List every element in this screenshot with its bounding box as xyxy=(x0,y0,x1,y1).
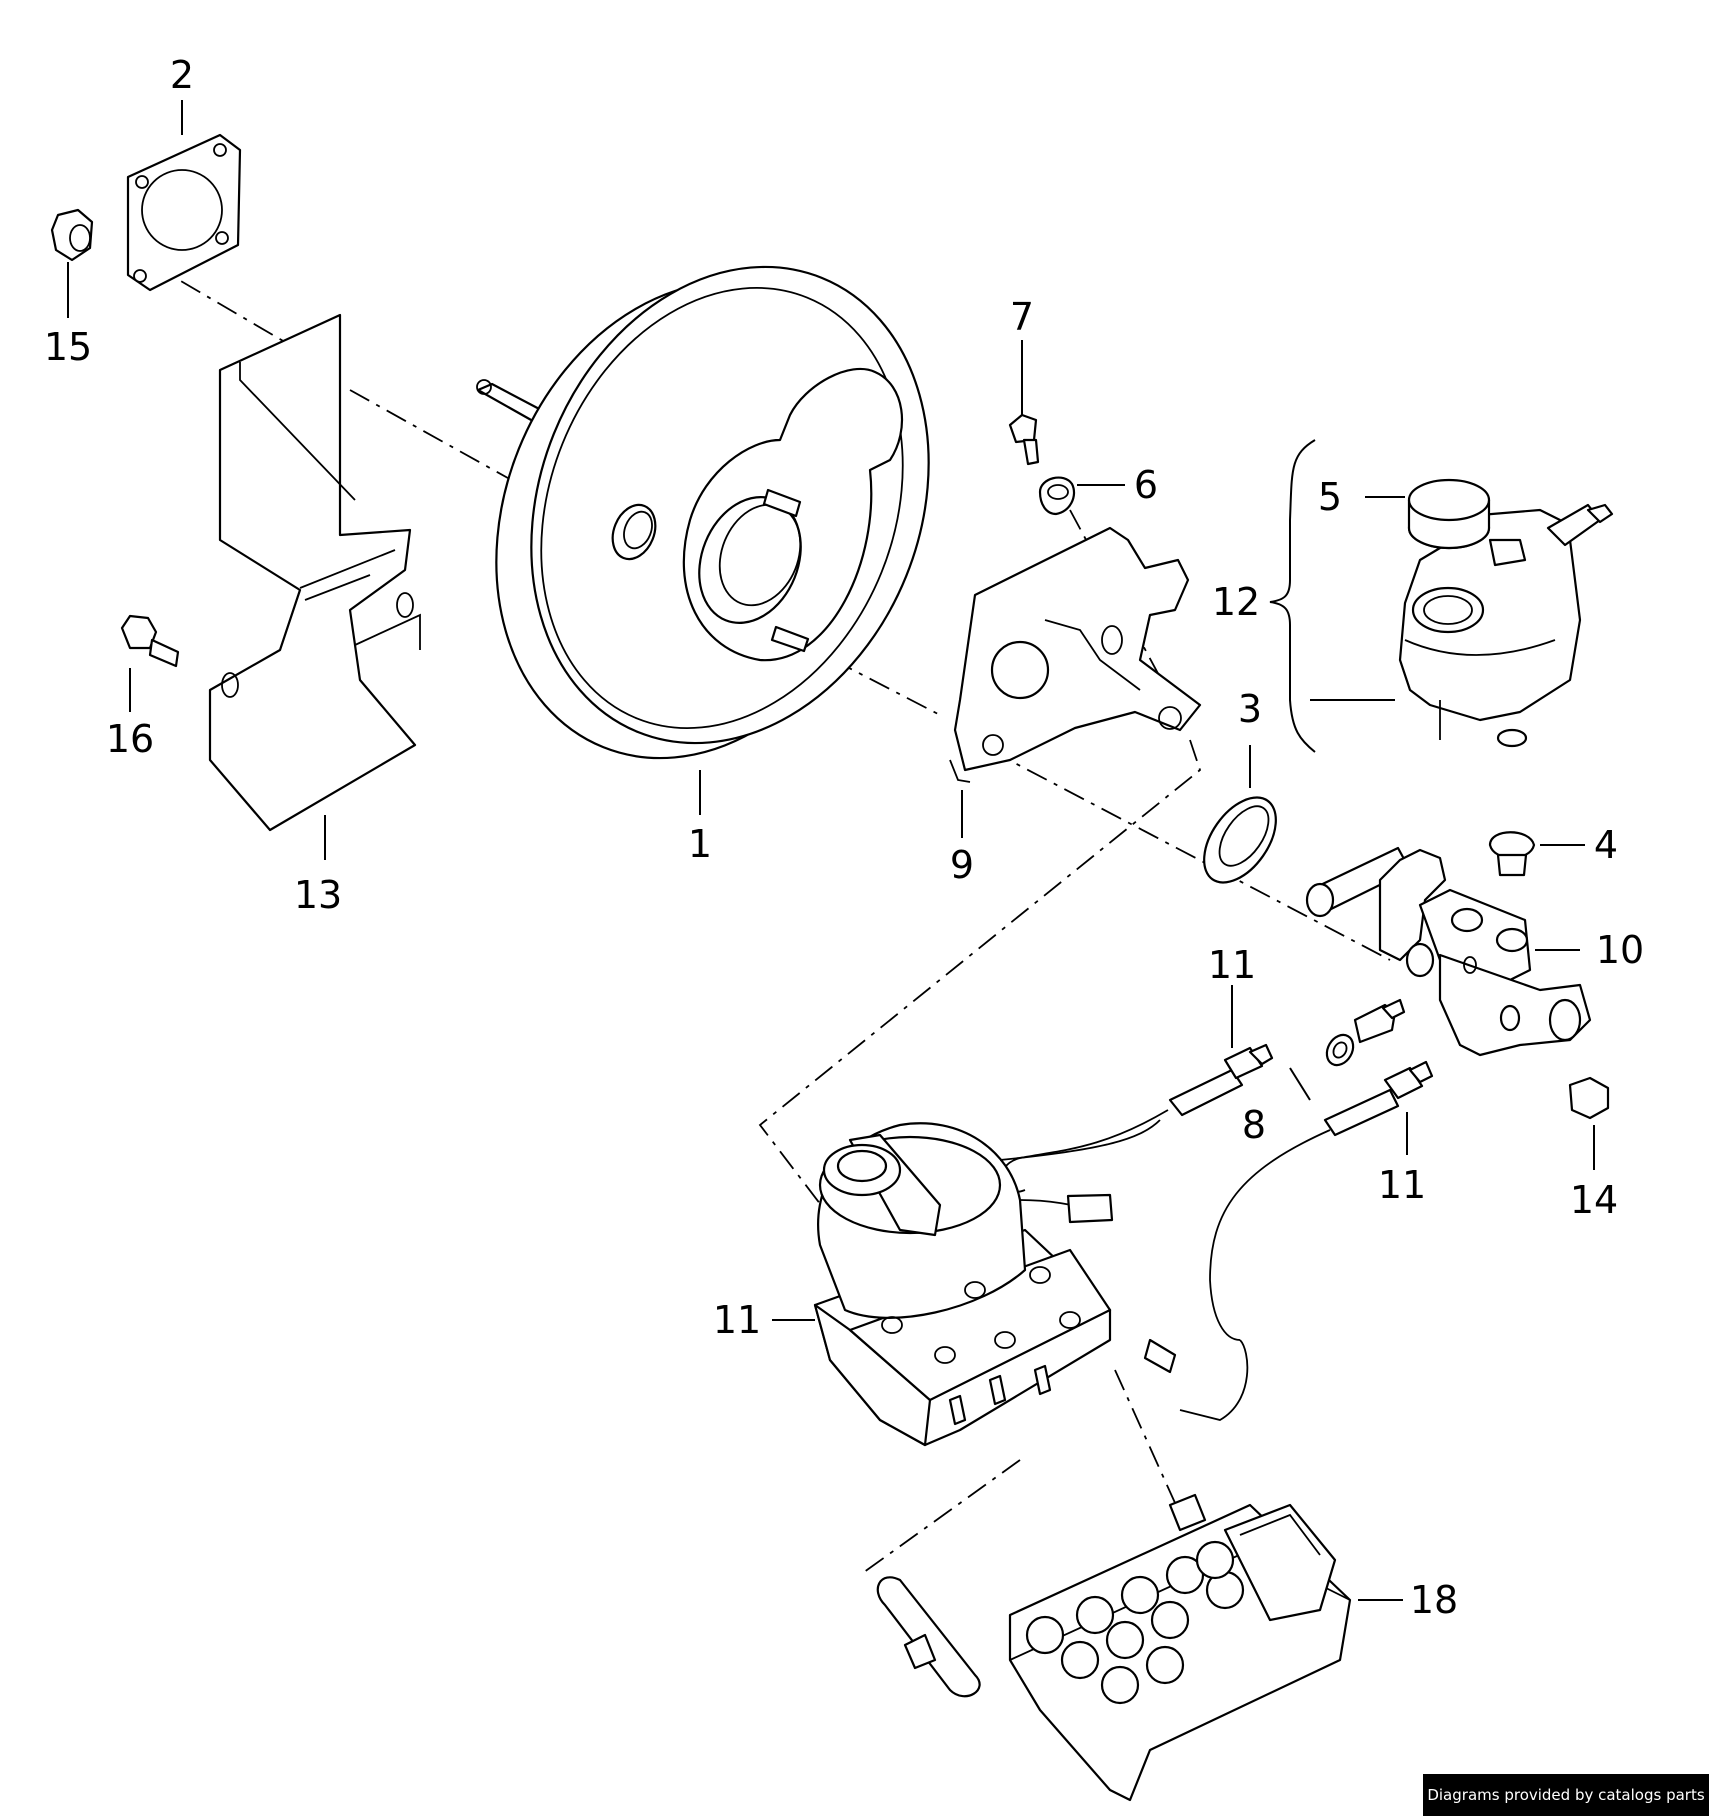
credit-banner: Diagrams provided by catalogs parts xyxy=(1423,1774,1709,1816)
gasket xyxy=(126,133,242,292)
callout-12: 11 xyxy=(713,1298,761,1342)
callout-9: 9 xyxy=(950,843,974,887)
banjo-bolt xyxy=(1325,998,1406,1067)
screw xyxy=(1008,413,1040,466)
callout-15: 14 xyxy=(1570,1178,1618,1222)
callout-2: 2 xyxy=(170,53,194,97)
callout-14: 13 xyxy=(294,873,342,917)
bracket-plate xyxy=(949,526,1202,783)
seal-ring xyxy=(1203,796,1277,884)
callout-10: 10 xyxy=(1596,928,1644,972)
callout-17: 16 xyxy=(106,717,154,761)
callout-3: 3 xyxy=(1238,687,1262,731)
hex-nut xyxy=(1568,1076,1610,1120)
callout-5: 5 xyxy=(1318,475,1342,519)
callout-18: 18 xyxy=(1410,1578,1458,1622)
callout-13: 12 xyxy=(1212,580,1260,624)
brake-fluid-reservoir xyxy=(1398,503,1614,748)
mounting-bracket xyxy=(208,313,421,832)
callout-16: 15 xyxy=(44,325,92,369)
brake-pipe-fitting-upper xyxy=(1000,1043,1274,1193)
callout-7: 7 xyxy=(1010,295,1034,339)
callout-1: 1 xyxy=(688,822,712,866)
reservoir-seal xyxy=(1488,831,1536,877)
callout-8: 8 xyxy=(1242,1103,1266,1147)
callout-11-lower: 11 xyxy=(1378,1163,1426,1207)
abs-hydraulic-unit xyxy=(813,1119,1161,1447)
abs-control-unit xyxy=(876,1493,1352,1802)
master-cylinder xyxy=(1305,846,1592,1057)
brake-pipe-fitting-lower xyxy=(1143,1060,1434,1421)
callout-6: 6 xyxy=(1134,463,1158,507)
hex-bolt xyxy=(120,614,180,668)
grommet xyxy=(1038,476,1076,516)
brake-servo xyxy=(476,265,930,760)
callout-11-upper: 11 xyxy=(1208,943,1256,987)
flange-nut xyxy=(50,208,94,262)
callout-leaders xyxy=(67,100,1595,1601)
callout-labels: 2 15 7 6 5 12 3 4 10 11 8 11 14 1 9 13 1… xyxy=(44,53,1644,1622)
reservoir-cap xyxy=(1407,478,1491,550)
callout-4: 4 xyxy=(1594,823,1618,867)
